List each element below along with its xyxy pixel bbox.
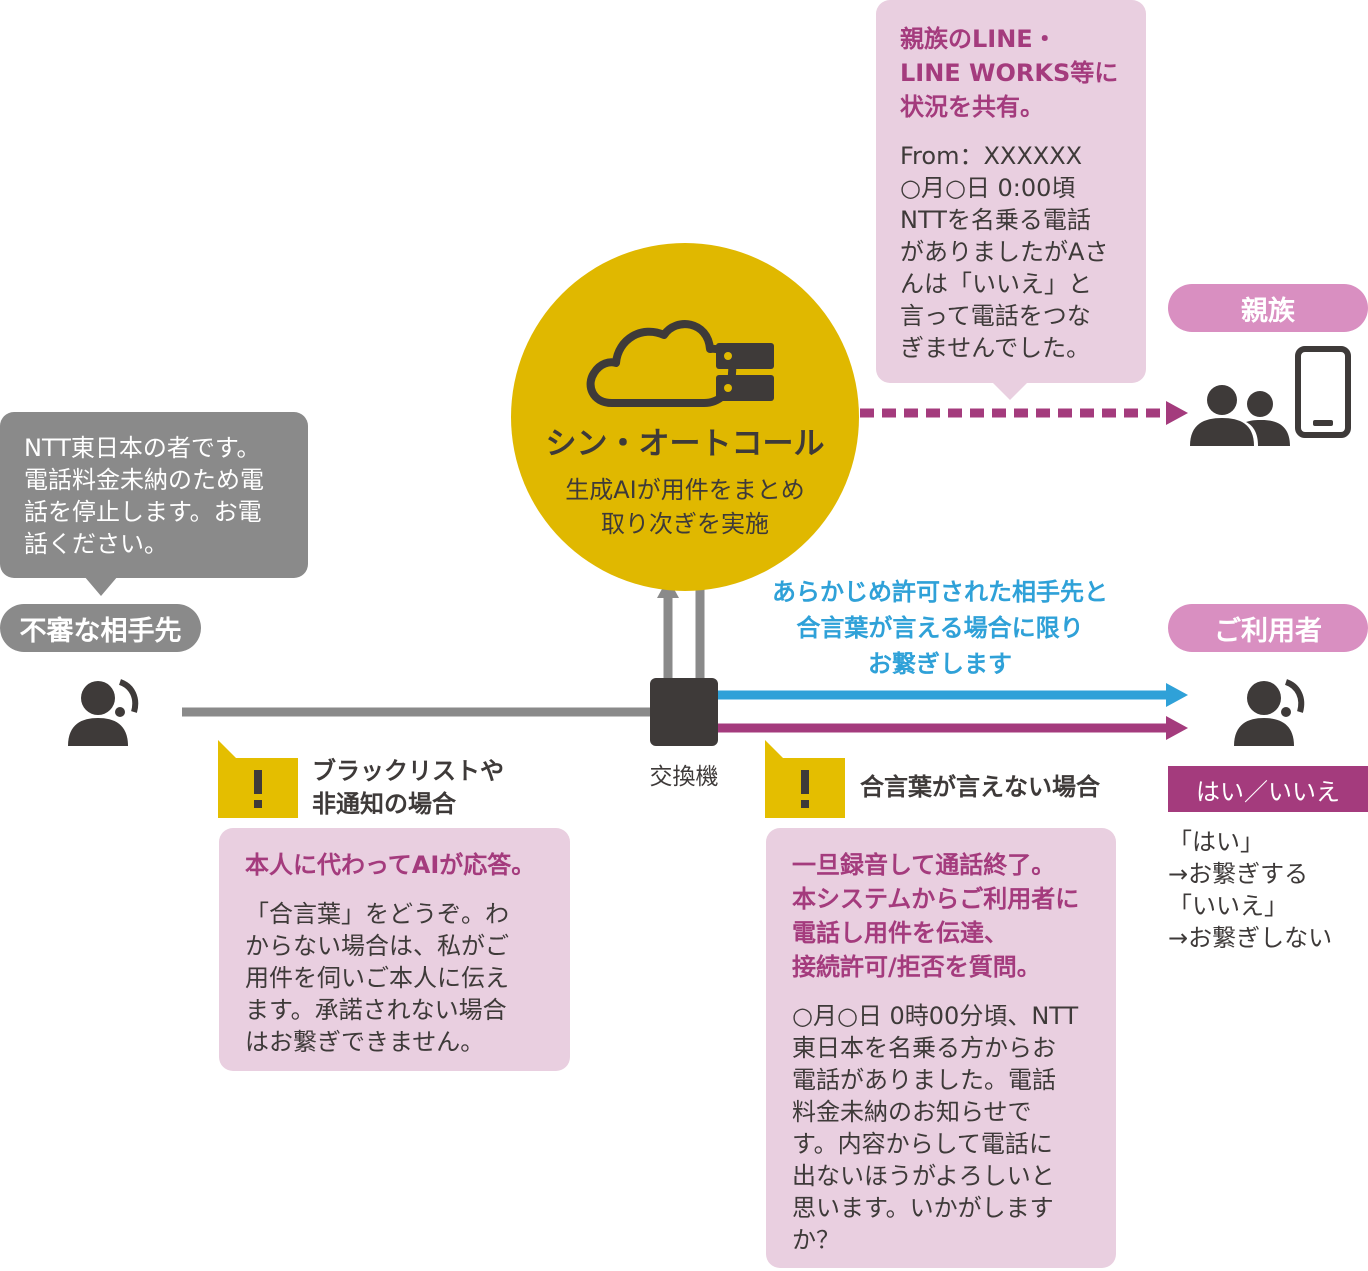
- family-bubble-tail: [992, 382, 1028, 400]
- caller-speech-bubble: NTT東日本の者です。 電話料金未納のため電 話を停止します。お電 話ください。: [0, 412, 308, 578]
- switch-box: [650, 678, 718, 746]
- user-answer-bar: はい／いいえ: [1168, 766, 1368, 812]
- headset-person-icon: [1232, 676, 1310, 752]
- family-label: 親族: [1168, 284, 1368, 332]
- auto-call-description: 生成AIが用件をまとめ 取り次ぎを実施: [565, 476, 805, 538]
- warning-right-label: 合言葉が言えない場合: [860, 773, 1100, 801]
- cloud-server-icon: [584, 311, 784, 415]
- user-label: ご利用者: [1168, 604, 1368, 652]
- exclamation-icon: [765, 740, 845, 818]
- warning-right-bubble: 一旦録音して通話終了。 本システムからご利用者に 電話し用件を伝達、 接続許可/…: [766, 828, 1116, 1268]
- allowed-note: あらかじめ許可された相手先と 合言葉が言える場合に限り お繋ぎします: [772, 578, 1108, 678]
- family-notice-body: From：XXXXXX ○月○日 0:00頃 NTTを名乗る電話 がありましたが…: [900, 142, 1109, 362]
- warning-left-label: ブラックリストや 非通知の場合: [312, 757, 504, 818]
- caller-label: 不審な相手先: [0, 604, 201, 652]
- auto-call-circle: シン・オートコール 生成AIが用件をまとめ 取り次ぎを実施: [511, 243, 859, 591]
- warning-right-heading: 一旦録音して通話終了。 本システムからご利用者に 電話し用件を伝達、 接続許可/…: [792, 851, 1080, 981]
- warning-left-heading: 本人に代わってAIが応答。: [245, 851, 536, 879]
- exclamation-icon: [218, 740, 298, 818]
- auto-call-title: シン・オートコール: [545, 426, 825, 462]
- blue-arrowhead: [1166, 683, 1188, 707]
- warning-left-body: 「合言葉」をどうぞ。わ からない場合は、私がご 用件を伺いご本人に伝え ます。承…: [245, 900, 509, 1056]
- magenta-arrowhead: [1166, 716, 1188, 740]
- family-notice-bubble: 親族のLINE・ LINE WORKS等に 状況を共有。 From：XXXXXX…: [876, 0, 1146, 383]
- caller-bubble-tail: [84, 576, 118, 596]
- warning-left-bubble: 本人に代わってAIが応答。 「合言葉」をどうぞ。わ からない場合は、私がご 用件…: [219, 828, 570, 1071]
- switch-label: 交換機: [649, 764, 719, 790]
- smartphone-icon: [1295, 346, 1351, 442]
- user-answer-detail: 「はい」 →お繋ぎする 「いいえ」 →お繋ぎしない: [1168, 828, 1333, 952]
- caller-speech-text: NTT東日本の者です。 電話料金未納のため電 話を停止します。お電 話ください。: [24, 434, 264, 558]
- headset-person-icon: [66, 676, 144, 752]
- family-arrowhead: [1166, 401, 1188, 425]
- family-notice-heading: 親族のLINE・ LINE WORKS等に 状況を共有。: [900, 25, 1119, 121]
- group-icon: [1188, 380, 1292, 454]
- warning-right-body: ○月○日 0時00分頃、NTT 東日本を名乗る方からお 電話がありました。電話 …: [792, 1002, 1079, 1254]
